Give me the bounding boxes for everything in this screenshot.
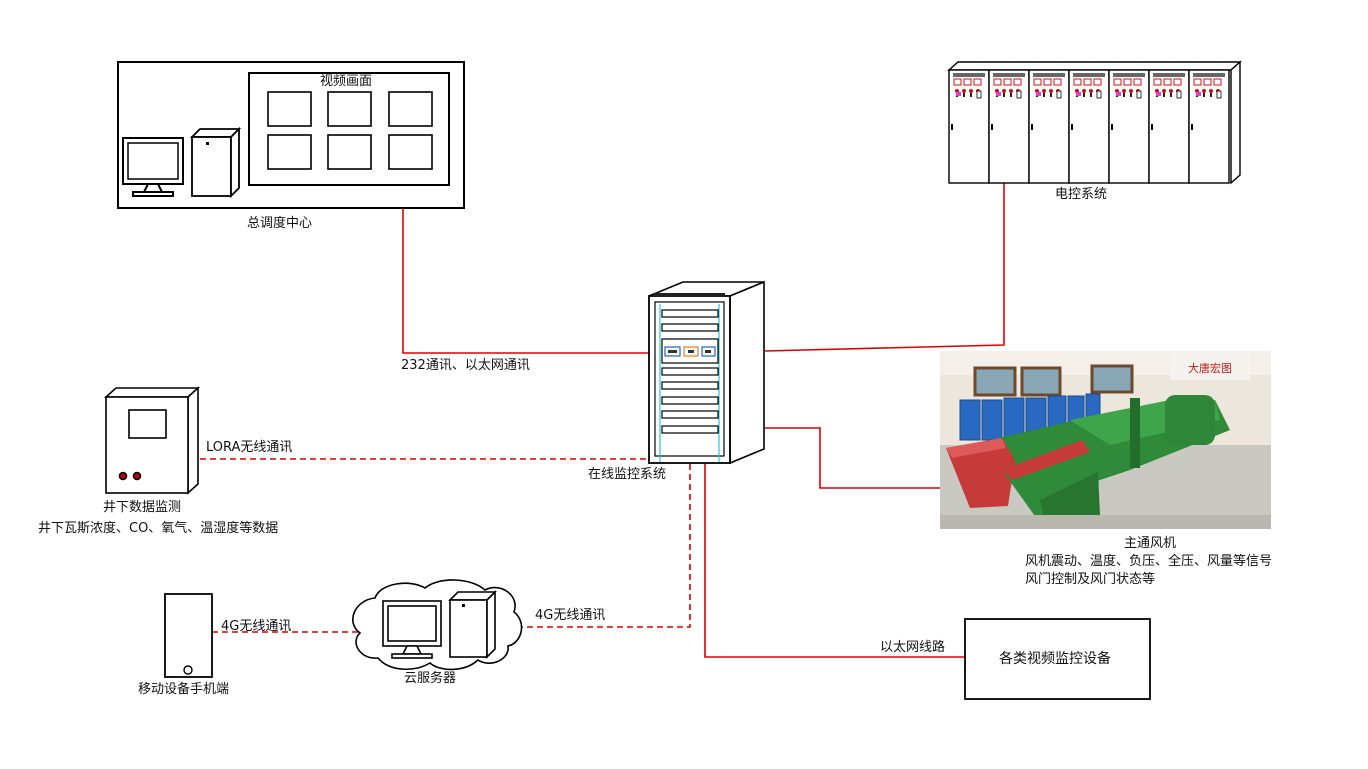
link-dispatch-to-monitor xyxy=(402,208,649,354)
cloud-server-tower-icon xyxy=(448,590,497,659)
mobile-label: 移动设备手机端 xyxy=(138,682,230,697)
underground-monitor-box xyxy=(103,386,201,495)
cloud-monitor-icon xyxy=(382,600,442,659)
video-screen-1 xyxy=(267,91,312,127)
cabinet-top xyxy=(947,61,1242,71)
cabinet-1 xyxy=(948,69,990,184)
video-screen-6 xyxy=(388,134,433,170)
cabinet-6 xyxy=(1148,69,1190,184)
online-monitor-label: 在线监控系统 xyxy=(588,467,667,482)
indicator-light-1 xyxy=(118,471,128,481)
monitor-icon xyxy=(122,137,184,197)
cloud-label: 云服务器 xyxy=(404,671,457,686)
cabinet-3 xyxy=(1028,69,1070,184)
dispatch-center-node xyxy=(117,61,465,209)
link-monitor-to-electric xyxy=(764,183,1005,352)
online-monitor-cabinet xyxy=(648,280,765,465)
cabinet-5 xyxy=(1108,69,1150,184)
indicator-light-2 xyxy=(132,471,142,481)
cabinet-2 xyxy=(988,69,1030,184)
electric-control-label: 电控系统 xyxy=(1055,187,1108,202)
photo-sign-text: 大唐宏图 xyxy=(1188,361,1232,375)
ethernet-line-label: 以太网线路 xyxy=(880,640,946,655)
cabinet-4 xyxy=(1068,69,1110,184)
mobile-4g-link-label: 4G无线通讯 xyxy=(221,619,292,634)
cloud-4g-link-label: 4G无线通讯 xyxy=(535,608,606,623)
cloud-server-node xyxy=(352,579,523,671)
electric-control-cabinets xyxy=(947,60,1242,185)
underground-desc: 井下瓦斯浓度、CO、氧气、温湿度等数据 xyxy=(38,521,279,536)
video-devices-label: 各类视频监控设备 xyxy=(999,651,1111,667)
server-tower-icon xyxy=(189,126,242,199)
mobile-phone-icon xyxy=(164,593,213,678)
underground-label: 井下数据监测 xyxy=(103,500,182,515)
video-devices-box xyxy=(964,618,1151,700)
main-fan-desc-2: 风门控制及风门状态等 xyxy=(1025,572,1156,587)
underground-display-icon xyxy=(128,409,167,439)
main-fan-desc-1: 风机震动、温度、负压、全压、风量等信号 xyxy=(1025,554,1273,569)
cabinet-side xyxy=(1230,60,1241,185)
video-screens xyxy=(267,91,433,170)
link-monitor-to-cloud-4g xyxy=(518,464,691,628)
rs232-ethernet-link-label: 232通讯、以太网通讯 xyxy=(401,358,530,373)
video-screen-5 xyxy=(327,134,372,170)
video-screen-2 xyxy=(327,91,372,127)
video-wall-title: 视频画面 xyxy=(320,74,373,89)
main-fan-photo: 大唐宏图 xyxy=(940,351,1271,529)
dispatch-center-label: 总调度中心 xyxy=(247,216,313,231)
cabinet-7 xyxy=(1188,69,1230,184)
lora-link-label: LORA无线通讯 xyxy=(206,440,293,455)
main-fan-label: 主通风机 xyxy=(1124,536,1177,551)
video-screen-3 xyxy=(388,91,433,127)
connection-lines xyxy=(200,183,1005,658)
link-monitor-to-video-ethernet xyxy=(704,464,965,658)
video-screen-4 xyxy=(267,134,312,170)
link-underground-lora xyxy=(200,458,685,464)
link-monitor-to-fan xyxy=(765,427,940,489)
